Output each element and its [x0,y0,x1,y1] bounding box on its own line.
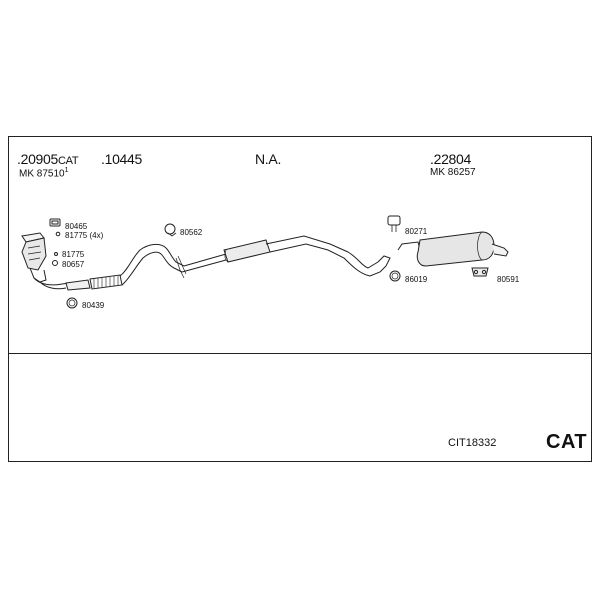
part-number-rear-silencer: .22804 [430,151,472,167]
kit-type-label: CAT [546,431,588,453]
part-label-80562: 80562 [180,228,203,237]
clamp-86019 [389,270,401,282]
part-number-front-pipe: .10445 [101,151,143,167]
diagram-frame [8,136,592,462]
part-label-80591: 80591 [497,275,520,284]
part-label-81775-4x: 81775 (4x) [65,231,104,240]
part-number-middle: N.A. [255,151,282,167]
centre-pipe [175,235,391,279]
kit-code: CIT18332 [448,437,497,449]
part-label-86019: 86019 [405,275,428,284]
part-label-80439: 80439 [82,301,105,310]
rear-silencer [397,231,509,267]
part-label-80657: 80657 [62,260,85,269]
frame-divider [8,353,592,354]
clamp-80562 [164,223,177,237]
bolt-81775-4x [55,231,61,237]
gasket-80657 [52,260,58,266]
clamp-80439 [66,297,78,309]
part-label-81775: 81775 [62,250,85,259]
catalyst-manifold [21,232,71,290]
mounting-kit-catalyst: MK 875101 [19,167,69,180]
clamp-80465 [49,218,61,227]
mounting-kit-rear-silencer: MK 86257 [430,167,476,178]
part-number-catalyst: .20905CAT [17,151,79,167]
part-label-80465: 80465 [65,222,88,231]
part-label-80271: 80271 [405,227,428,236]
bolt-81775 [54,252,58,256]
hanger-80591 [471,267,489,277]
hanger-80271 [387,215,401,232]
front-pipe [65,243,185,291]
